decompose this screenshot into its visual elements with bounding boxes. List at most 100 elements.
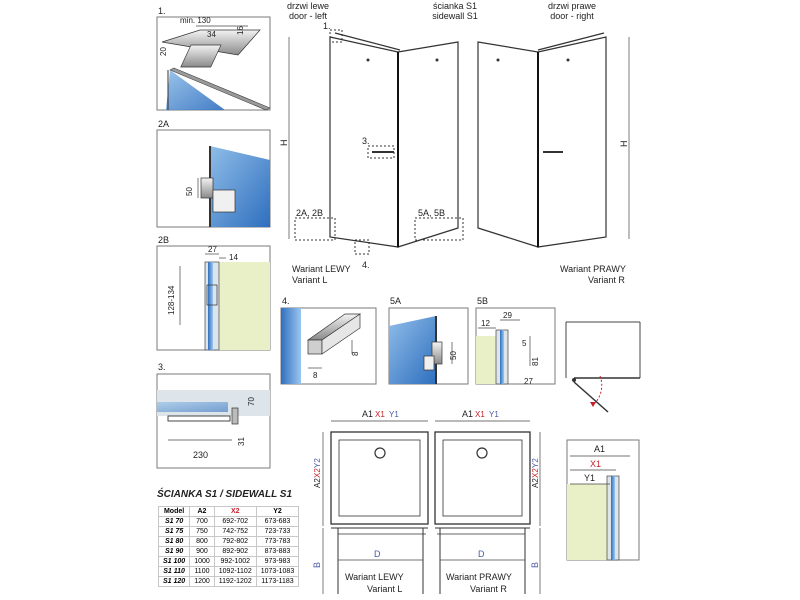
plan-left-y1: Y1	[389, 410, 399, 419]
spec-cell: 750	[189, 526, 215, 537]
door-left-en: door - left	[289, 11, 328, 21]
spec-header-x2: X2	[213, 506, 257, 517]
callout-1: 1.	[323, 21, 331, 31]
plan-view-left: A1 X1 Y1 A2 X2 Y2 D B Wariant LEWY Varia…	[312, 409, 429, 594]
detail-5b: 5B 12 29 5 81 27	[475, 296, 556, 386]
plan-right-x1: X1	[475, 410, 485, 419]
detail-right-x1: X1	[590, 459, 601, 469]
spec-cell: 1100	[189, 566, 215, 577]
plan-right-a1: A1	[462, 409, 473, 419]
callout-5a-5b: 5A, 5B	[418, 208, 445, 218]
plan-variant-right-en: Variant R	[470, 584, 507, 594]
dim-34: 34	[207, 30, 216, 39]
dim-230: 230	[193, 450, 208, 460]
dim-50: 50	[185, 187, 194, 196]
dim-16: 16	[236, 26, 245, 35]
detail-right-a1: A1	[594, 444, 605, 454]
front-view-right: ścianka S1 sidewall S1 drzwi prawe door …	[432, 1, 630, 285]
dim-128-134: 128-134	[167, 285, 176, 315]
spec-header-a2: A2	[189, 506, 215, 517]
dim-5: 5	[522, 339, 527, 348]
spec-header-y2: Y2	[255, 506, 300, 517]
detail-3: 3. 230 70 31	[156, 362, 271, 469]
variant-right-en: Variant R	[588, 275, 625, 285]
table-row: S1 100 1000 992-1002 973-983	[157, 556, 300, 567]
variant-left-en: Variant L	[292, 275, 327, 285]
front-view-left: drzwi lewe door - left 1. 3. 2A, 2B 5A, …	[279, 1, 464, 285]
plan-left-x2: X2	[313, 468, 322, 478]
detail-1-label: 1.	[158, 6, 166, 16]
dim-27-5b: 27	[524, 377, 533, 386]
spec-cell: 792-802	[213, 536, 257, 547]
dim-8-side: 8	[351, 351, 360, 356]
plan-view-right: A1 X1 Y1 A2 X2 Y2 D B Wariant PRAWY Vari…	[434, 409, 541, 594]
spec-cell: 742-752	[213, 526, 257, 537]
dim-81: 81	[531, 357, 540, 366]
spec-cell: 892-902	[213, 546, 257, 557]
spec-cell: 1000	[189, 556, 215, 567]
dim-min130: min. 130	[180, 16, 211, 25]
door-right-en: door - right	[550, 11, 594, 21]
dim-50-5a: 50	[449, 351, 458, 360]
callout-3: 3.	[362, 136, 370, 146]
spec-cell: 1073-1083	[255, 566, 300, 577]
spec-header-row: Model A2 X2 Y2	[157, 506, 300, 517]
plan-right-x2: X2	[531, 468, 540, 478]
plan-variant-right-pl: Wariant PRAWY	[446, 572, 512, 582]
table-row: S1 70 700 692-702 673-683	[157, 516, 300, 527]
spec-cell: 992-1002	[213, 556, 257, 567]
detail-3-label: 3.	[158, 362, 166, 372]
plan-right-a2: A2	[531, 478, 540, 488]
door-left-pl: drzwi lewe	[287, 1, 329, 11]
dim-14: 14	[229, 253, 238, 262]
spec-cell: 773-783	[255, 536, 300, 547]
plan-left-x1: X1	[375, 410, 385, 419]
plan-left-a1: A1	[362, 409, 373, 419]
plan-left-D: D	[374, 549, 381, 559]
plan-variant-left-en: Variant L	[367, 584, 402, 594]
spec-cell: 700	[189, 516, 215, 527]
spec-cell: 692-702	[213, 516, 257, 527]
callout-2a-2b: 2A, 2B	[296, 208, 323, 218]
detail-4: 4. 8 8	[280, 296, 377, 385]
dim-H-right: H	[619, 141, 629, 148]
plan-left-a2: A2	[313, 478, 322, 488]
spec-cell: S1 120	[157, 576, 191, 587]
dim-29: 29	[503, 311, 512, 320]
dim-31: 31	[237, 437, 246, 446]
spec-cell: 723-733	[255, 526, 300, 537]
detail-5a-label: 5A	[390, 296, 401, 306]
spec-cell: S1 90	[157, 546, 191, 557]
dim-H-left: H	[279, 140, 289, 147]
detail-2b-label: 2B	[158, 235, 169, 245]
spec-header-model: Model	[157, 506, 191, 517]
detail-4-label: 4.	[282, 296, 290, 306]
spec-table-title: ŚCIANKA S1 / SIDEWALL S1	[157, 489, 293, 500]
plan-right-y1: Y1	[489, 410, 499, 419]
variant-right-pl: Wariant PRAWY	[560, 264, 626, 274]
plan-right-y2: Y2	[531, 458, 540, 468]
plan-left-y2: Y2	[313, 458, 322, 468]
detail-right-y1: Y1	[584, 473, 595, 483]
callout-4: 4.	[362, 260, 370, 270]
spec-cell: S1 70	[157, 516, 191, 527]
spec-cell: 673-683	[255, 516, 300, 527]
detail-5b-label: 5B	[477, 296, 488, 306]
sidewall-en: sidewall S1	[432, 11, 478, 21]
top-view-mini	[565, 321, 641, 413]
plan-left-B: B	[312, 562, 322, 568]
door-right-pl: drzwi prawe	[548, 1, 596, 11]
plan-right-D: D	[478, 549, 485, 559]
plan-right-B: B	[530, 562, 540, 568]
dim-20: 20	[159, 47, 168, 56]
dim-12: 12	[481, 319, 490, 328]
spec-cell: 800	[189, 536, 215, 547]
detail-2b: 2B 27 14 128-134	[156, 235, 271, 351]
spec-cell: 1200	[189, 576, 215, 587]
variant-left-pl: Wariant LEWY	[292, 264, 351, 274]
table-row: S1 80 800 792-802 773-783	[157, 536, 300, 547]
spec-cell: 1192-1202	[213, 576, 257, 587]
table-row: S1 90 900 892-902 873-883	[157, 546, 300, 557]
detail-2a: 2A 50	[156, 119, 271, 228]
